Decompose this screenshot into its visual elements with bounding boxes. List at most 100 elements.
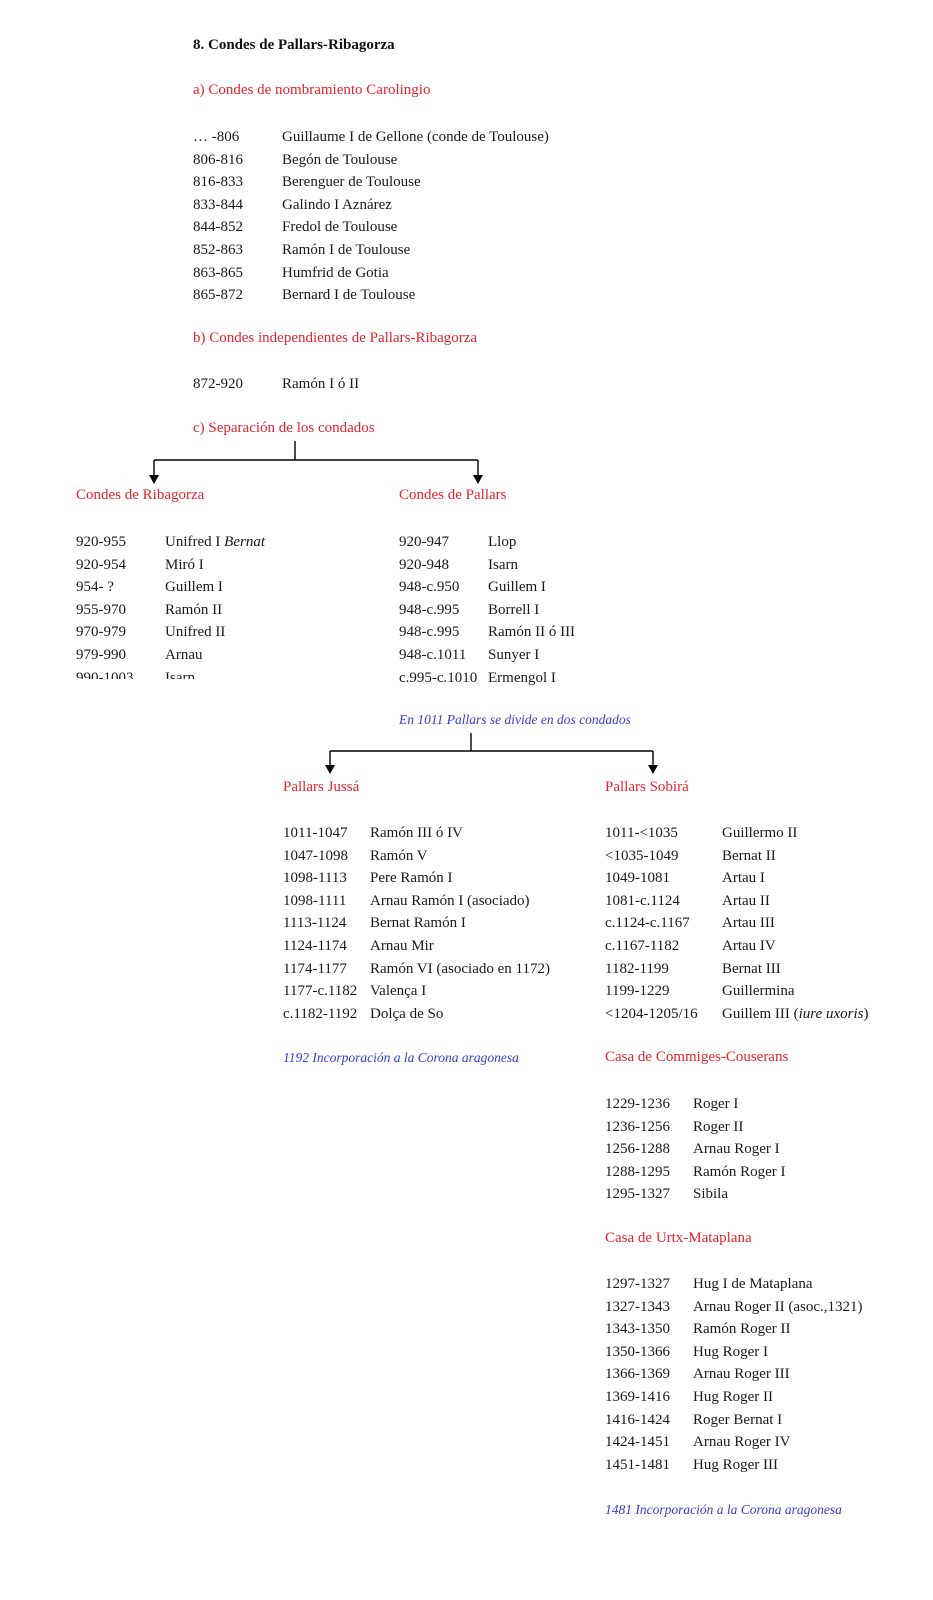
count-name: Fredol de Toulouse bbox=[282, 216, 397, 239]
count-name-text: Sibila bbox=[693, 1186, 729, 1203]
count-name-text: Bernard I de Toulouse bbox=[282, 287, 416, 304]
count-name-text: Unifred I bbox=[165, 534, 225, 550]
count-name: Hug I de Mataplana bbox=[693, 1273, 813, 1296]
count-name: Ramón I ó II bbox=[282, 373, 359, 396]
reign-dates: 1011-1047 bbox=[283, 825, 348, 841]
count-name-text: Arnau Mir bbox=[370, 938, 434, 954]
count-name: Unifred II bbox=[165, 621, 225, 644]
urtx-heading: Casa de Urtx-Mataplana bbox=[605, 1230, 752, 1246]
count-name-text: Sunyer I bbox=[488, 647, 540, 663]
count-name-text: Borrell I bbox=[488, 601, 540, 618]
count-name: Valença I bbox=[370, 980, 426, 1003]
sobira-heading: Pallars Sobirá bbox=[605, 779, 689, 795]
count-name-text: Arnau Roger I bbox=[693, 1141, 780, 1158]
count-name: Roger II bbox=[693, 1116, 743, 1139]
count-name: Guillem I bbox=[165, 576, 223, 599]
count-name: Artau III bbox=[722, 912, 775, 935]
section-a-heading: a) Condes de nombramiento Carolingio bbox=[193, 82, 431, 98]
count-name-text: Ramón I ó II bbox=[282, 376, 360, 392]
count-name: Arnau Mir bbox=[370, 935, 434, 958]
count-name-text: Ramón II bbox=[165, 601, 223, 618]
count-name: Borrell I bbox=[488, 599, 539, 622]
reign-dates: 1327-1343 bbox=[605, 1298, 670, 1315]
count-name: Sibila bbox=[693, 1183, 728, 1206]
reign-dates: 955-970 bbox=[76, 601, 126, 618]
count-name: Bernat II bbox=[722, 845, 776, 868]
count-name-text: Artau I bbox=[722, 870, 765, 887]
count-name: Bernat III bbox=[722, 958, 781, 981]
count-name: Ramón VI (asociado en 1172) bbox=[370, 958, 550, 981]
reign-dates: 872-920 bbox=[193, 376, 243, 392]
count-name-text: Guillem I bbox=[488, 579, 546, 596]
count-name-text: Bernat III bbox=[722, 960, 781, 977]
count-name-text: Artau IV bbox=[722, 938, 776, 954]
arrow-down-icon bbox=[473, 475, 483, 484]
reign-dates: 948-c.950 bbox=[399, 579, 460, 596]
count-name: Roger I bbox=[693, 1093, 738, 1116]
section-c-heading: c) Separación de los condados bbox=[193, 420, 375, 436]
count-name-text: Ermengol I bbox=[488, 669, 556, 685]
count-name: Llop bbox=[488, 531, 516, 554]
reign-dates: 1199-1229 bbox=[605, 983, 670, 1000]
reign-dates: 863-865 bbox=[193, 264, 243, 281]
reign-dates: 1229-1236 bbox=[605, 1096, 670, 1112]
count-name: Guillem III (iure uxoris) bbox=[722, 1003, 869, 1026]
reign-dates: 979-990 bbox=[76, 647, 126, 663]
count-name-text: Guillaume I de Gellone (conde de Toulous… bbox=[282, 129, 549, 145]
count-name: Humfrid de Gotia bbox=[282, 262, 389, 285]
reign-dates: <1204-1205/16 bbox=[605, 1005, 698, 1022]
count-name: Guillermo II bbox=[722, 822, 797, 845]
reign-dates: 1174-1177 bbox=[283, 960, 347, 977]
jussa-note: 1192 Incorporación a la Corona aragonesa bbox=[283, 1050, 519, 1065]
reign-dates: 954- ? bbox=[76, 579, 114, 596]
count-name-text: Roger I bbox=[693, 1096, 739, 1112]
reign-dates: 920-948 bbox=[399, 556, 449, 573]
reign-dates: <1035-1049 bbox=[605, 847, 679, 864]
count-name-text: Arnau Roger II (asoc.,1321) bbox=[693, 1298, 863, 1315]
reign-dates: 1350-1366 bbox=[605, 1343, 670, 1360]
count-name: Ramón Roger I bbox=[693, 1161, 785, 1184]
count-name-text: Berenguer de Toulouse bbox=[282, 174, 421, 191]
count-name: Artau IV bbox=[722, 935, 776, 958]
count-name: Galindo I Aznárez bbox=[282, 194, 392, 217]
pallars-heading: Condes de Pallars bbox=[399, 487, 507, 503]
count-name-text: Arnau Roger III bbox=[693, 1366, 790, 1383]
reign-dates: 1049-1081 bbox=[605, 870, 670, 887]
count-name-text: Arnau bbox=[165, 647, 203, 663]
reign-dates: 852-863 bbox=[193, 242, 243, 258]
reign-dates: 1297-1327 bbox=[605, 1276, 670, 1292]
count-name: Pere Ramón I bbox=[370, 867, 452, 890]
reign-dates: 1236-1256 bbox=[605, 1118, 670, 1135]
reign-dates: 1098-1111 bbox=[283, 892, 347, 909]
urtx-note: 1481 Incorporación a la Corona aragonesa bbox=[605, 1502, 842, 1517]
count-name-text: Begón de Toulouse bbox=[282, 151, 398, 168]
count-name-text: Ramón Roger I bbox=[693, 1163, 786, 1180]
count-name: Miró I bbox=[165, 554, 204, 577]
count-name: Hug Roger II bbox=[693, 1386, 773, 1409]
reign-dates: 1343-1350 bbox=[605, 1321, 670, 1338]
count-name: Bernard I de Toulouse bbox=[282, 284, 415, 307]
count-name-text: Dolça de So bbox=[370, 1005, 444, 1022]
reign-dates: 1451-1481 bbox=[605, 1456, 670, 1473]
count-name-text: Hug Roger II bbox=[693, 1389, 773, 1405]
count-name: Ramón III ó IV bbox=[370, 822, 463, 845]
count-name-text: Artau II bbox=[722, 892, 770, 909]
count-name: Unifred I Bernat bbox=[165, 531, 265, 554]
reign-dates: 970-979 bbox=[76, 624, 126, 641]
count-name: Arnau Ramón I (asociado) bbox=[370, 890, 530, 913]
count-name-text: Guillem I bbox=[165, 579, 223, 596]
count-name: Ramón II bbox=[165, 599, 222, 622]
reign-dates: 948-c.1011 bbox=[399, 647, 467, 663]
reign-dates: 1081-c.1124 bbox=[605, 892, 680, 909]
count-name-text: Ramón I de Toulouse bbox=[282, 242, 411, 258]
count-name-text: Isarn bbox=[488, 556, 518, 573]
count-name-text: Humfrid de Gotia bbox=[282, 264, 389, 281]
count-name: Arnau Roger III bbox=[693, 1363, 790, 1386]
count-name-text: Ramón II ó III bbox=[488, 624, 576, 641]
reign-dates: c.1124-c.1167 bbox=[605, 915, 690, 932]
count-name: Ramón II ó III bbox=[488, 621, 575, 644]
count-name-text: Unifred II bbox=[165, 624, 226, 641]
reign-dates: 1177-c.1182 bbox=[283, 983, 358, 1000]
reign-dates: 1113-1124 bbox=[283, 915, 347, 932]
count-name-text: Miró I bbox=[165, 556, 204, 573]
